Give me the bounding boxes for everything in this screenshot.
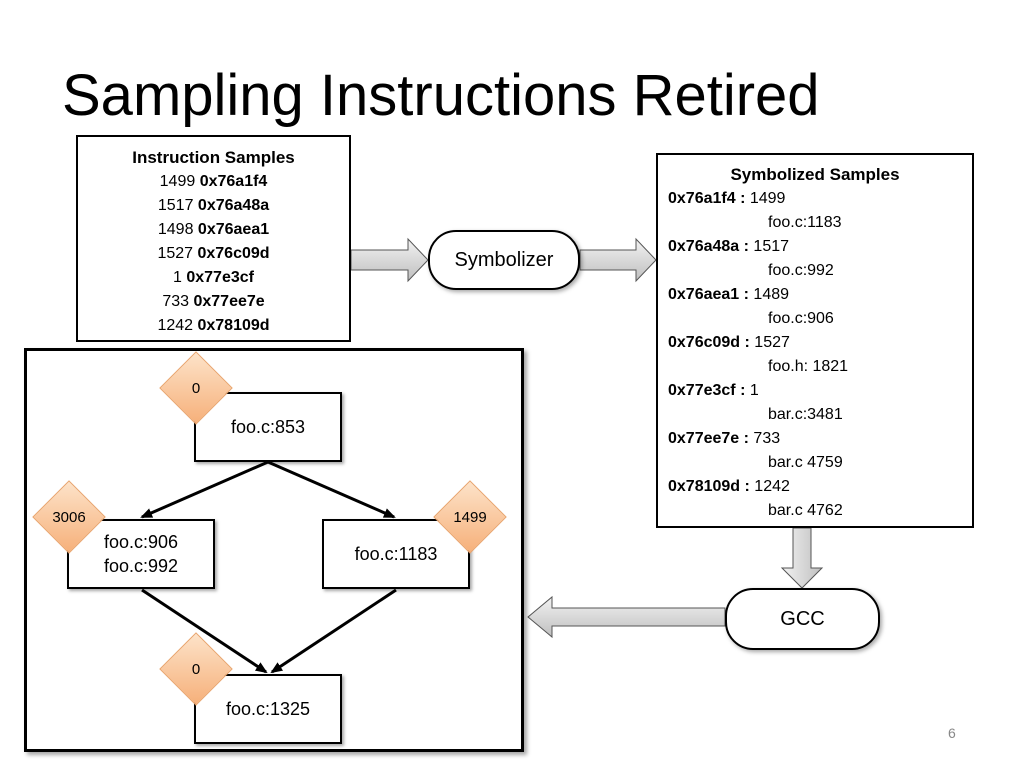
page-number: 6 <box>948 725 956 741</box>
cfg-edge-853-906 <box>140 460 269 519</box>
sample-count: 1242 <box>157 317 194 334</box>
weight-label: 0 <box>191 379 201 397</box>
symbolized-row: 0x78109d : 1242 <box>668 475 972 499</box>
cfg-node-label: foo.c:1325 <box>225 699 311 719</box>
symbolized-row: 0x76aea1 : 1489 <box>668 283 972 307</box>
sample-address: 0x77e3cf <box>186 269 254 286</box>
arrow-gcc-to-cfg <box>527 595 726 639</box>
symbolized-count: 1499 <box>749 190 786 207</box>
symbolizer-node: Symbolizer <box>428 230 580 290</box>
instruction-samples-box: Instruction Samples 1499 0x76a1f4 1517 0… <box>76 135 351 342</box>
symbolized-count: 1242 <box>754 478 790 495</box>
sample-count: 1517 <box>157 197 194 214</box>
symbolized-count: 1 <box>749 382 759 399</box>
cfg-node-label: foo.c:853 <box>230 417 306 437</box>
symbolized-row: 0x77ee7e : 733 <box>668 427 972 451</box>
symbolized-location: bar.c:3481 <box>768 406 843 423</box>
instruction-sample-row: 1498 0x76aea1 <box>78 218 349 242</box>
sample-address: 0x76c09d <box>197 245 270 262</box>
cfg-node-853: foo.c:853 <box>194 392 342 462</box>
weight-diamond-1325: 0 <box>153 631 239 707</box>
sample-address: 0x76a1f4 <box>199 173 268 190</box>
cfg-edge-1183-1325 <box>270 588 397 674</box>
cfg-node-1183: foo.c:1183 <box>322 519 470 589</box>
instruction-sample-row: 733 0x77ee7e <box>78 290 349 314</box>
instruction-sample-row: 1517 0x76a48a <box>78 194 349 218</box>
symbolized-address: 0x76a1f4 : <box>668 190 746 207</box>
cfg-edge-853-1183 <box>267 460 396 519</box>
symbolized-count: 1527 <box>754 334 790 351</box>
weight-label: 1499 <box>453 508 487 526</box>
symbolizer-label: Symbolizer <box>454 248 554 271</box>
instruction-sample-row: 1 0x77e3cf <box>78 266 349 290</box>
gcc-node: GCC <box>725 588 880 650</box>
symbolized-count: 1517 <box>753 238 790 255</box>
cfg-edge-906-1325 <box>141 588 268 674</box>
gcc-label: GCC <box>780 607 825 630</box>
symbolized-address: 0x76a48a : <box>668 238 749 255</box>
symbolized-samples-box: Symbolized Samples 0x76a1f4 : 1499 foo.c… <box>656 153 974 528</box>
symbolized-samples-header: Symbolized Samples <box>730 165 900 184</box>
weight-label: 3006 <box>52 508 86 526</box>
sample-count: 1 <box>173 269 182 286</box>
arrow-instr-to-symbolizer <box>350 237 429 283</box>
sample-count: 1498 <box>157 221 194 238</box>
symbolized-address: 0x78109d : <box>668 478 750 495</box>
weight-diamond-853: 0 <box>153 350 239 426</box>
symbolized-location: foo.h: 1821 <box>768 358 849 375</box>
symbolized-row: 0x77e3cf : 1 <box>668 379 972 403</box>
arrow-symbolizer-to-symbolized <box>579 237 657 283</box>
cfg-node-label: foo.c:992 <box>103 556 179 576</box>
symbolized-location: foo.c:906 <box>768 310 834 327</box>
slide-title: Sampling Instructions Retired <box>62 63 820 128</box>
arrow-symbolized-to-gcc <box>780 527 824 589</box>
sample-address: 0x78109d <box>197 317 270 334</box>
symbolized-row: 0x76a48a : 1517 <box>668 235 972 259</box>
sample-count: 733 <box>162 293 190 310</box>
sample-address: 0x77ee7e <box>193 293 265 310</box>
cfg-node-1325: foo.c:1325 <box>194 674 342 744</box>
symbolized-location: bar.c 4762 <box>768 502 843 519</box>
sample-count: 1499 <box>159 173 196 190</box>
symbolized-location: foo.c:1183 <box>768 214 842 231</box>
instruction-sample-row: 1499 0x76a1f4 <box>78 170 349 194</box>
cfg-node-label: foo.c:906 <box>103 532 179 552</box>
instruction-samples-header: Instruction Samples <box>132 148 295 167</box>
instruction-sample-row: 1527 0x76c09d <box>78 242 349 266</box>
symbolized-count: 1489 <box>753 286 790 303</box>
symbolized-address: 0x77ee7e : <box>668 430 749 447</box>
symbolized-row: 0x76c09d : 1527 <box>668 331 972 355</box>
sample-address: 0x76a48a <box>197 197 270 214</box>
cfg-node-label: foo.c:1183 <box>354 544 438 564</box>
weight-diamond-1183: 1499 <box>427 479 513 555</box>
symbolized-location: bar.c 4759 <box>768 454 843 471</box>
symbolized-address: 0x76aea1 : <box>668 286 749 303</box>
symbolized-count: 733 <box>753 430 781 447</box>
sample-count: 1527 <box>157 245 194 262</box>
instruction-sample-row: 1242 0x78109d <box>78 314 349 338</box>
symbolized-row: 0x76a1f4 : 1499 <box>668 187 972 211</box>
symbolized-location: foo.c:992 <box>768 262 834 279</box>
weight-label: 0 <box>191 660 201 678</box>
symbolized-address: 0x76c09d : <box>668 334 750 351</box>
sample-address: 0x76aea1 <box>197 221 270 238</box>
symbolized-address: 0x77e3cf : <box>668 382 746 399</box>
weight-diamond-906: 3006 <box>26 479 112 555</box>
